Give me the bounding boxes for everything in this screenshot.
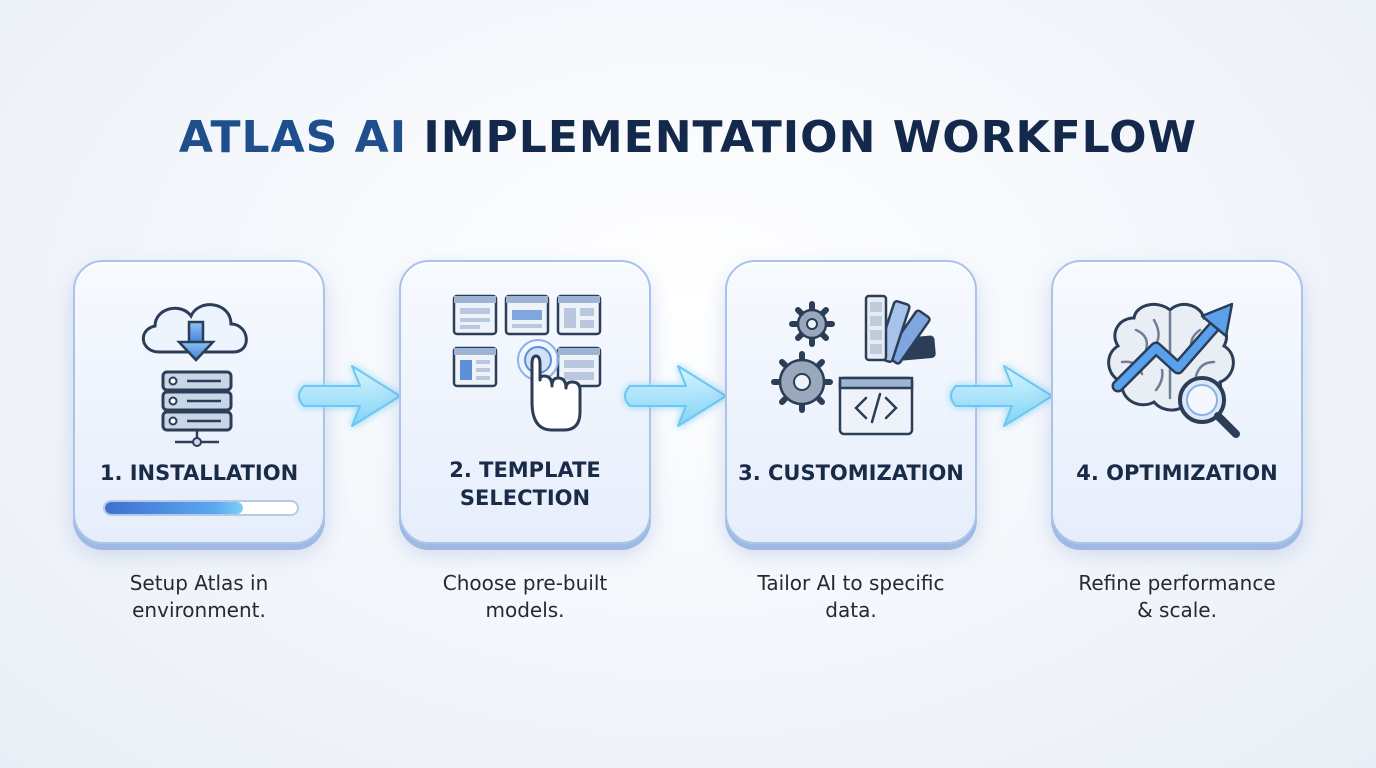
step-label-line2: SELECTION	[459, 486, 591, 510]
installation-progress-bar	[103, 500, 299, 516]
step-label-line1: 3. CUSTOMIZATION	[738, 461, 964, 485]
progress-fill	[105, 502, 244, 514]
arrow-right-icon	[624, 365, 727, 427]
description-line1: Choose pre-built	[442, 571, 608, 595]
step-label-line1: 1. INSTALLATION	[99, 461, 299, 485]
brain-growth-icon	[1053, 290, 1301, 450]
cloud-server-icon	[75, 290, 323, 450]
description-line1: Setup Atlas in	[129, 571, 269, 595]
description-line1: Tailor AI to specific	[757, 571, 945, 595]
step-label: 1. INSTALLATION	[75, 459, 323, 487]
title-brand: ATLAS AI	[178, 112, 408, 163]
step-label: 3. CUSTOMIZATION	[727, 459, 975, 487]
step-card-installation: 1. INSTALLATION	[73, 260, 325, 544]
arrow-right-icon	[298, 365, 401, 427]
description-line1: Refine performance	[1078, 571, 1276, 595]
description-line2: data.	[825, 598, 877, 622]
step-description-optimization: Refine performance & scale.	[1051, 570, 1303, 624]
step-description-template-selection: Choose pre-built models.	[399, 570, 651, 624]
step-card-optimization: 4. OPTIMIZATION	[1051, 260, 1303, 544]
step-label: 2. TEMPLATE SELECTION	[401, 456, 649, 512]
template-grid-icon	[401, 290, 649, 450]
step-description-installation: Setup Atlas in environment.	[73, 570, 325, 624]
gears-palette-code-icon	[727, 290, 975, 450]
step-card-template-selection: 2. TEMPLATE SELECTION	[399, 260, 651, 544]
title-rest: IMPLEMENTATION WORKFLOW	[407, 112, 1198, 163]
description-line2: models.	[485, 598, 565, 622]
page-title: ATLAS AI IMPLEMENTATION WORKFLOW	[0, 112, 1376, 163]
step-label: 4. OPTIMIZATION	[1053, 459, 1301, 487]
step-label-line1: 2. TEMPLATE	[449, 458, 601, 482]
step-description-customization: Tailor AI to specific data.	[725, 570, 977, 624]
description-line2: & scale.	[1137, 598, 1217, 622]
step-card-customization: 3. CUSTOMIZATION	[725, 260, 977, 544]
arrow-right-icon	[950, 365, 1053, 427]
description-line2: environment.	[132, 598, 266, 622]
step-label-line1: 4. OPTIMIZATION	[1076, 461, 1278, 485]
